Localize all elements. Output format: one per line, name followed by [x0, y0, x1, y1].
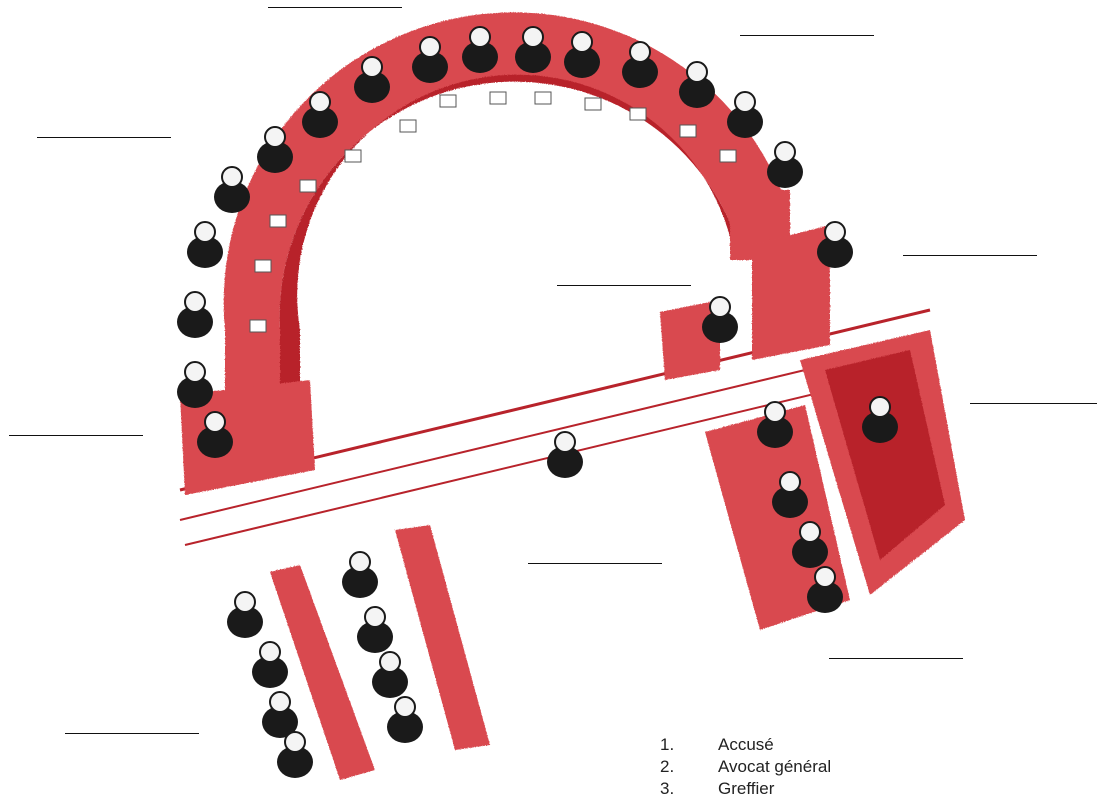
person-figure	[177, 291, 213, 338]
paper-sheet	[344, 149, 362, 163]
paper-sheet	[254, 259, 272, 273]
person-figure	[767, 141, 803, 188]
blank-right-upper[interactable]	[903, 255, 1037, 256]
paper-sheet	[719, 149, 737, 163]
legend-number: 3.	[660, 779, 675, 798]
person-figure	[679, 61, 715, 108]
person-figure	[357, 606, 393, 653]
paper-sheet	[629, 107, 647, 121]
person-figure	[342, 551, 378, 598]
person-figure	[817, 221, 853, 268]
person-figure	[257, 126, 293, 173]
person-figure	[515, 26, 551, 73]
blank-bottom-left[interactable]	[65, 733, 199, 734]
person-figure	[277, 731, 313, 778]
legend-label: Greffier	[718, 779, 775, 798]
person-figure	[227, 591, 263, 638]
person-figure	[564, 31, 600, 78]
blank-upper-left[interactable]	[37, 137, 171, 138]
blank-right[interactable]	[970, 403, 1097, 404]
figures	[177, 26, 898, 778]
blank-top-left[interactable]	[268, 7, 402, 8]
legend-label: Accusé	[718, 735, 774, 754]
blank-center[interactable]	[557, 285, 691, 286]
person-figure	[187, 221, 223, 268]
person-figure	[862, 396, 898, 443]
legend-label: Avocat général	[718, 757, 832, 776]
paper-sheet	[269, 214, 287, 228]
person-figure	[807, 566, 843, 613]
person-figure	[177, 361, 213, 408]
person-figure	[214, 166, 250, 213]
person-figure	[702, 296, 738, 343]
blank-left[interactable]	[9, 435, 143, 436]
person-figure	[387, 696, 423, 743]
person-figure	[262, 691, 298, 738]
person-figure	[197, 411, 233, 458]
defendant-box	[705, 330, 965, 630]
person-figure	[252, 641, 288, 688]
person-figure	[772, 471, 808, 518]
legend-number: 1.	[660, 735, 675, 754]
person-figure	[727, 91, 763, 138]
paper-sheet	[679, 124, 697, 138]
legend-item: 3. Greffier	[660, 778, 1080, 800]
person-figure	[302, 91, 338, 138]
papers	[249, 91, 737, 333]
person-figure	[547, 431, 583, 478]
legend: 1. Accusé 2. Avocat général 3. Greffier	[660, 734, 1080, 800]
person-figure	[462, 26, 498, 73]
paper-sheet	[439, 94, 457, 108]
legend-item: 2. Avocat général	[660, 756, 1080, 778]
paper-sheet	[534, 91, 552, 105]
person-figure	[757, 401, 793, 448]
blank-top-right[interactable]	[740, 35, 874, 36]
paper-sheet	[249, 319, 267, 333]
person-figure	[412, 36, 448, 83]
paper-sheet	[399, 119, 417, 133]
person-figure	[792, 521, 828, 568]
paper-sheet	[299, 179, 317, 193]
blank-bottom-center[interactable]	[528, 563, 662, 564]
legend-number: 2.	[660, 757, 675, 776]
lawyer-desks	[270, 525, 490, 780]
legend-item: 1. Accusé	[660, 734, 1080, 756]
person-figure	[622, 41, 658, 88]
blank-bottom-right[interactable]	[829, 658, 963, 659]
person-figure	[372, 651, 408, 698]
person-figure	[354, 56, 390, 103]
paper-sheet	[584, 97, 602, 111]
paper-sheet	[489, 91, 507, 105]
